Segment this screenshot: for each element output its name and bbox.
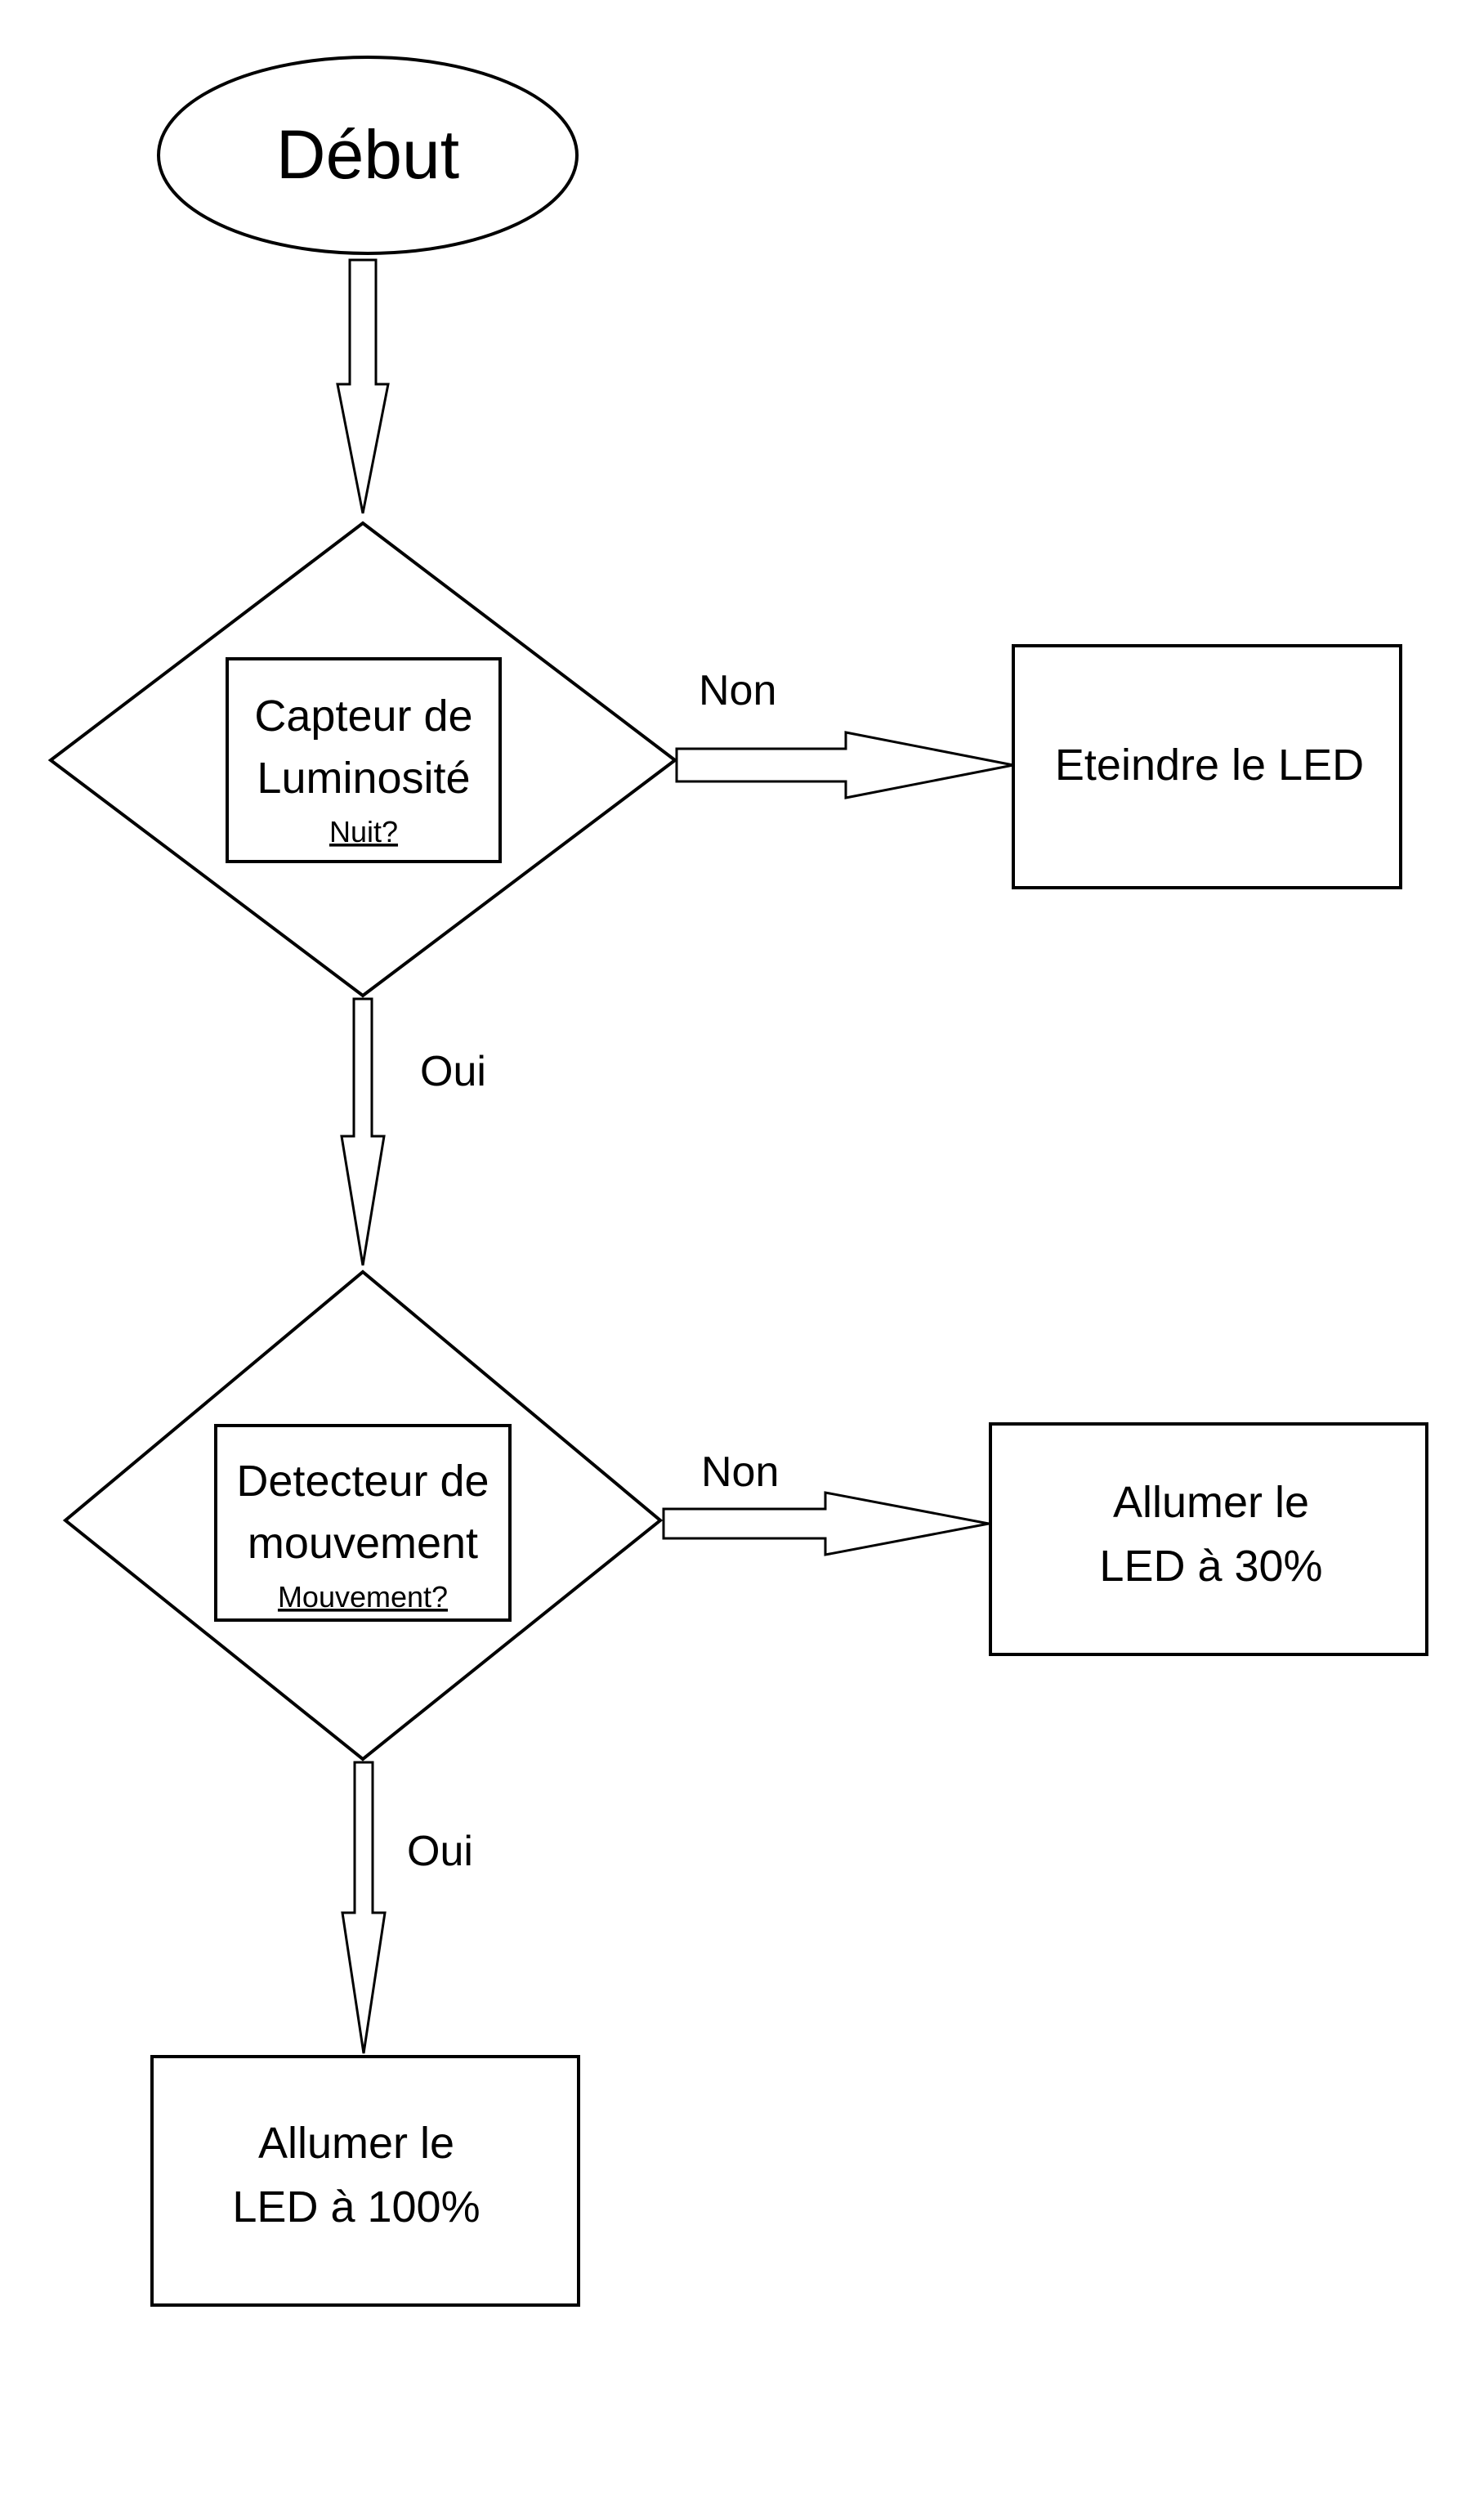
arrow-motion-yes: [341, 1761, 387, 2054]
decision-motion-inner-box: [214, 1424, 512, 1622]
start-label: Début: [276, 116, 459, 193]
action-led-100-line-1: Allumer le: [258, 2119, 454, 2168]
arrow-light-yes: [340, 997, 386, 1266]
decision-light-title-1: Capteur de: [254, 692, 472, 741]
decision-motion-question: Mouvement?: [278, 1580, 448, 1614]
decision-motion-title-1: Detecteur de: [236, 1457, 489, 1506]
action-led-100-line-2: LED à 100%: [232, 2182, 480, 2232]
decision-light-inner-box: [226, 657, 502, 863]
edge-label-motion-no: Non: [701, 1448, 779, 1496]
decision-light-question: Nuit?: [329, 815, 398, 848]
arrow-light-no: [675, 731, 1014, 799]
action-led-100: [150, 2055, 580, 2307]
start-node: [157, 56, 579, 255]
decision-motion-title-2: mouvement: [248, 1519, 478, 1568]
edge-label-light-yes: Oui: [420, 1048, 486, 1095]
action-led-off: [1012, 644, 1402, 889]
action-led-off-label: Eteindre le LED: [1055, 741, 1364, 790]
edge-label-motion-yes: Oui: [407, 1828, 473, 1875]
arrow-motion-no: [662, 1491, 990, 1556]
arrow-start-to-light: [336, 258, 390, 514]
action-led-30-line-2: LED à 30%: [1099, 1542, 1322, 1591]
decision-light-title-2: Luminosité: [257, 754, 470, 803]
edge-label-light-no: Non: [699, 667, 776, 714]
action-led-30-line-1: Allumer le: [1113, 1478, 1309, 1527]
action-led-30: [989, 1422, 1428, 1656]
